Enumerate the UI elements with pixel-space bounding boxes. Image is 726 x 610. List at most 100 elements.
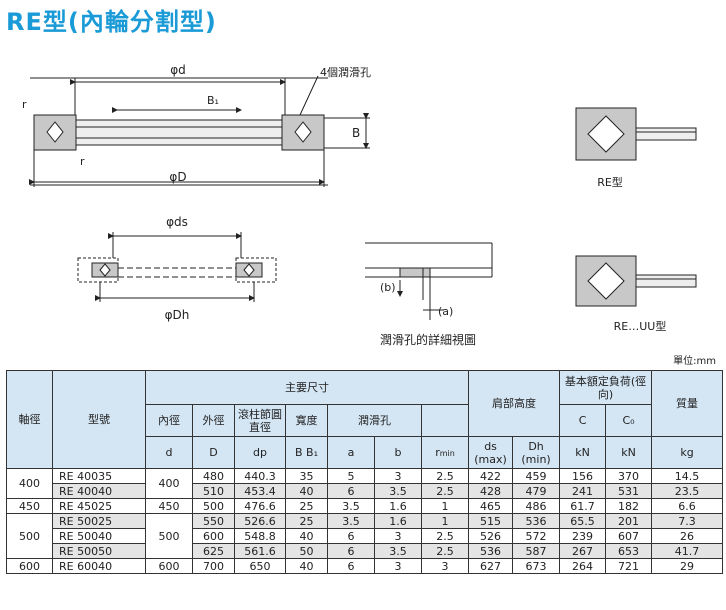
cell-D: 500 xyxy=(192,498,235,514)
cell-model: RE 40040 xyxy=(52,483,146,499)
bearing-drawings: φd B₁ 4個潤滑孔 r r B φD φds φDh (b) (a) 潤 xyxy=(22,63,697,347)
sym-dh: Dh(min) xyxy=(512,436,561,469)
table-row: 600 RE 60040 600 700 650 40 6 3 3 627 67… xyxy=(6,558,724,574)
cell-dp: 561.6 xyxy=(234,543,286,559)
label-ds: φds xyxy=(166,215,188,229)
label-dh: φDh xyxy=(165,308,190,322)
cell-model: RE 60040 xyxy=(52,558,146,574)
cell-B: 50 xyxy=(285,543,328,559)
sym-kn-c0: kN xyxy=(605,436,653,469)
label-b: (b) xyxy=(380,281,396,294)
label-d: φd xyxy=(170,63,186,77)
header-load-rating: 基本額定負荷(徑向) xyxy=(559,370,653,405)
cell-dp: 476.6 xyxy=(234,498,286,514)
header-shoulder: 肩部高度 xyxy=(468,370,561,437)
cell-dh: 673 xyxy=(512,558,561,574)
header-outer: 外徑 xyxy=(192,404,235,437)
cell-d: 500 xyxy=(145,513,193,559)
cell-model: RE 45025 xyxy=(52,498,146,514)
cell-b: 3.5 xyxy=(374,483,422,499)
label-a: (a) xyxy=(438,305,453,318)
cell-dp: 526.6 xyxy=(234,513,286,529)
header-main-dimensions: 主要尺寸 xyxy=(144,370,470,405)
cell-r: 2.5 xyxy=(420,483,470,499)
sym-B: B B₁ xyxy=(285,436,328,469)
label-outer-d: φD xyxy=(169,170,186,184)
cell-dh: 486 xyxy=(512,498,561,514)
cell-shaft: 600 xyxy=(6,558,53,574)
header-mass: 質量 xyxy=(651,370,724,437)
cell-ds: 627 xyxy=(468,558,514,574)
cell-c: 267 xyxy=(559,543,607,559)
cell-c: 264 xyxy=(559,558,607,574)
re-uu-type-drawing xyxy=(575,255,697,307)
cell-ds: 536 xyxy=(468,543,514,559)
cell-d: 400 xyxy=(145,468,193,499)
cell-D: 510 xyxy=(192,483,235,499)
cell-b: 3 xyxy=(374,468,422,484)
cell-D: 600 xyxy=(192,528,235,544)
cell-B: 40 xyxy=(285,528,328,544)
cell-ds: 515 xyxy=(468,513,514,529)
cell-B: 35 xyxy=(285,468,328,484)
cell-a: 6 xyxy=(327,543,375,559)
unit-label: 單位:mm xyxy=(673,356,716,367)
sym-b: b xyxy=(374,436,422,469)
cell-kg: 6.6 xyxy=(651,498,724,514)
cell-shaft: 400 xyxy=(6,468,53,499)
cell-d: 600 xyxy=(145,558,193,574)
sym-kg: kg xyxy=(651,436,724,469)
page-title: RE型(內輪分割型) xyxy=(6,8,217,36)
header-lube: 潤滑孔 xyxy=(327,404,422,437)
cell-dp: 548.8 xyxy=(234,528,286,544)
table-row: 450 RE 45025 450 500 476.6 25 3.5 1.6 1 … xyxy=(6,498,724,514)
cell-c: 156 xyxy=(559,468,607,484)
cell-ds: 465 xyxy=(468,498,514,514)
table-row: 500 RE 50025 500 550 526.6 25 3.5 1.6 1 … xyxy=(6,513,724,559)
sym-dp: dp xyxy=(234,436,286,469)
cell-model: RE 40035 xyxy=(52,468,146,484)
cell-r: 3 xyxy=(420,558,470,574)
re-type-drawing xyxy=(575,107,697,161)
cell-c0: 607 xyxy=(605,528,653,544)
cell-dh: 572 xyxy=(512,528,561,544)
cell-d: 450 xyxy=(145,498,193,514)
sym-d: d xyxy=(145,436,193,469)
cell-b: 3 xyxy=(374,528,422,544)
cell-kg: 29 xyxy=(651,558,724,574)
sym-ds: ds(max) xyxy=(468,436,514,469)
sym-D: D xyxy=(192,436,235,469)
cell-a: 3.5 xyxy=(327,498,375,514)
sym-kn-c: kN xyxy=(559,436,607,469)
cell-r: 2.5 xyxy=(420,543,470,559)
cell-dh: 536 xyxy=(512,513,561,529)
cell-a: 6 xyxy=(327,483,375,499)
caption-re-uu-type: RE…UU型 xyxy=(614,319,667,333)
label-r-bottom: r xyxy=(80,155,85,168)
sym-r: rmin xyxy=(420,436,470,469)
table-row: RE 40040 510 453.4 40 6 3.5 2.5 428 479 … xyxy=(7,483,724,499)
cell-shaft: 500 xyxy=(6,513,53,559)
cell-b: 3 xyxy=(374,558,422,574)
sym-a: a xyxy=(327,436,375,469)
cell-B: 25 xyxy=(285,513,328,529)
header-shaft: 軸徑 xyxy=(6,370,53,469)
cell-kg: 41.7 xyxy=(651,543,724,559)
cell-c0: 721 xyxy=(605,558,653,574)
cell-dh: 479 xyxy=(512,483,561,499)
cell-model: RE 50025 xyxy=(52,513,146,529)
label-lube-holes: 4個潤滑孔 xyxy=(320,66,371,79)
cell-model: RE 50040 xyxy=(52,528,146,544)
cell-c: 65.5 xyxy=(559,513,607,529)
cell-kg: 23.5 xyxy=(651,483,724,499)
cell-c0: 370 xyxy=(605,468,653,484)
cell-B: 40 xyxy=(285,558,328,574)
cell-c: 61.7 xyxy=(559,498,607,514)
cell-kg: 14.5 xyxy=(651,468,724,484)
cell-c0: 653 xyxy=(605,543,653,559)
spec-table: 軸徑 型號 主要尺寸 肩部高度 基本額定負荷(徑向) 質量 內徑 外徑 滾柱節圓… xyxy=(6,370,724,574)
cell-a: 6 xyxy=(327,528,375,544)
header-width: 寬度 xyxy=(285,404,328,437)
cell-ds: 428 xyxy=(468,483,514,499)
header-model: 型號 xyxy=(52,370,146,469)
